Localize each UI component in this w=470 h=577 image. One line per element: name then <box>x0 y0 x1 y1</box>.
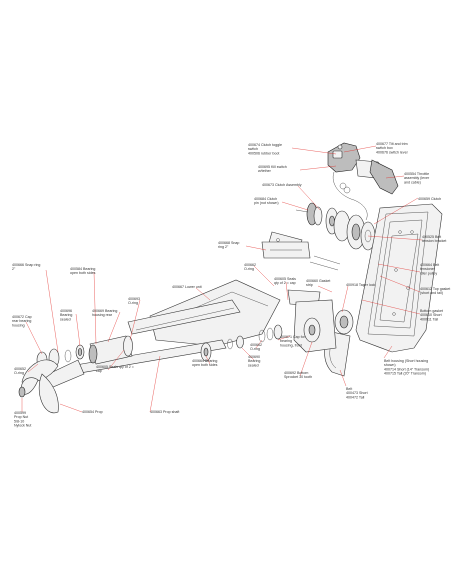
label-400610: Bottom gasket 400610 Short 400611 Tall <box>420 309 444 321</box>
label-400664b: 400664 Bearing open both sides <box>192 359 218 367</box>
label-400674: 400674 Clutch toggle switch 400506 rubbe… <box>248 143 283 155</box>
belt-housing <box>355 203 443 353</box>
shaft-seals-rings <box>227 324 283 350</box>
label-400654: 400654 Prop <box>82 410 103 414</box>
label-400692: 400692 Bottom Sprocket 30 tooth <box>284 371 312 379</box>
label-400662b: 400662 O-ring <box>250 343 263 351</box>
leader-lines <box>21 145 423 413</box>
label-400693: 400693 O-ring <box>128 297 141 305</box>
label-400663: 400663 Prop shaft <box>150 410 179 414</box>
label-400660: 400660 Gasket strip <box>306 279 331 287</box>
mount-plate <box>261 241 311 259</box>
label-400666: 400666 Snap ring 2" <box>12 263 41 271</box>
label-400669: 400669 Bearing housing rear <box>92 309 118 317</box>
label-400659: 400659 Clutch <box>418 197 441 201</box>
propeller <box>18 359 85 414</box>
label-400668: 400668 Snap ring 2" <box>218 241 240 249</box>
label-400673: 400673 Clutch Assembly <box>262 183 302 187</box>
lower-unit <box>127 279 281 347</box>
label-400918: 400918 Taper lock <box>346 283 376 287</box>
label-400667: 400667 Lower unit <box>172 285 202 289</box>
label-400605b: 400605 Seals qty of 2 = cap <box>96 365 135 373</box>
label-400677: 400677 Tilt and trim switch box 400676 s… <box>376 142 409 154</box>
label-belt-housing: Belt housing (Short housing shown) 40071… <box>384 359 430 376</box>
label-400652: 400652 O-ring <box>14 367 27 375</box>
part-labels: 400674 Clutch toggle switch 400506 rubbe… <box>12 142 451 428</box>
label-400672: 400672 Cap rear bearing housing <box>12 315 33 327</box>
label-400696: 400696 Bearing sealed <box>60 309 73 321</box>
label-400584: 400584 Bearing open both sides <box>70 267 96 275</box>
label-400525: 400525 Belt tension bracket <box>422 235 446 243</box>
label-400664: 400664 Belt tensioner idler pulley <box>420 263 440 275</box>
label-400690: 400690 Bearing sealed <box>248 355 261 367</box>
label-belt: Belt 400473 Short 400472 Tall <box>346 387 369 399</box>
rear-bearing-housing <box>36 335 212 369</box>
tiller-handle-assembly <box>327 142 399 221</box>
label-400605: 400605 Seals qty of 2 = cap <box>274 277 297 285</box>
label-400662a: 400662 O-ring <box>244 263 257 271</box>
label-400554: 400554 Throttle assembly (lever and cabl… <box>404 172 430 184</box>
label-400612: 400612 Top gasket (short and tall) <box>420 287 451 295</box>
clutch-assembly <box>295 202 376 251</box>
label-400671: 400671 Cap for bearing housing, front <box>280 335 306 347</box>
label-400599: 400599 Prop Nut 5/8-10 Nylock Nut <box>14 411 31 428</box>
bearing-housing-front <box>293 299 337 353</box>
label-400684: 400684 Clutch pin (not shown) <box>254 197 279 205</box>
label-400695: 400695 Kill switch w/tether <box>258 165 288 173</box>
